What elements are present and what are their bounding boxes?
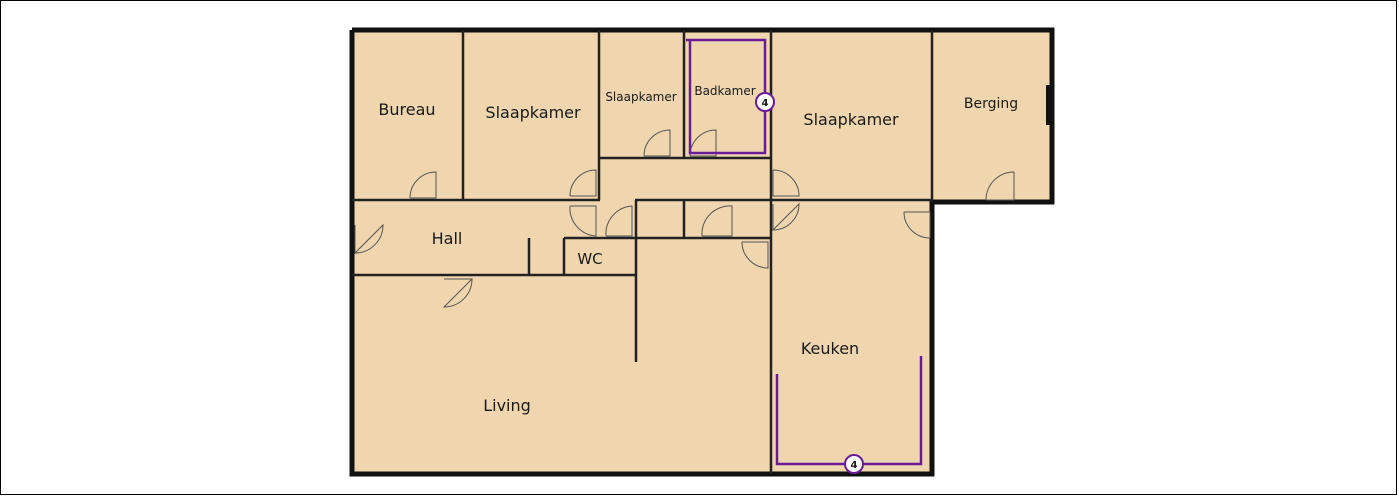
room-label-bureau: Bureau: [378, 100, 435, 119]
badkamer-marker-text: 4: [762, 98, 769, 109]
room-label-wc: WC: [577, 250, 602, 268]
badkamer-outline: [686, 38, 767, 155]
keuken-marker-text: 4: [851, 460, 858, 471]
interior-walls: [352, 30, 934, 474]
badkamer-marker-circle: [755, 92, 775, 112]
room-label-living: Living: [483, 396, 531, 415]
doors: [354, 129, 1015, 308]
keuken-marker-circle: [844, 454, 864, 474]
floor-top: [352, 30, 1052, 202]
room-label-hall: Hall: [432, 229, 463, 248]
room-label-slaapkamer-2: Slaapkamer: [605, 90, 676, 104]
room-label-keuken: Keuken: [801, 339, 859, 358]
room-label-berging: Berging: [964, 96, 1018, 112]
floor-bottom: [352, 200, 932, 476]
room-label-slaapkamer-1: Slaapkamer: [485, 103, 581, 122]
room-label-badkamer: Badkamer: [694, 84, 755, 98]
room-label-slaapkamer-3: Slaapkamer: [803, 110, 899, 129]
